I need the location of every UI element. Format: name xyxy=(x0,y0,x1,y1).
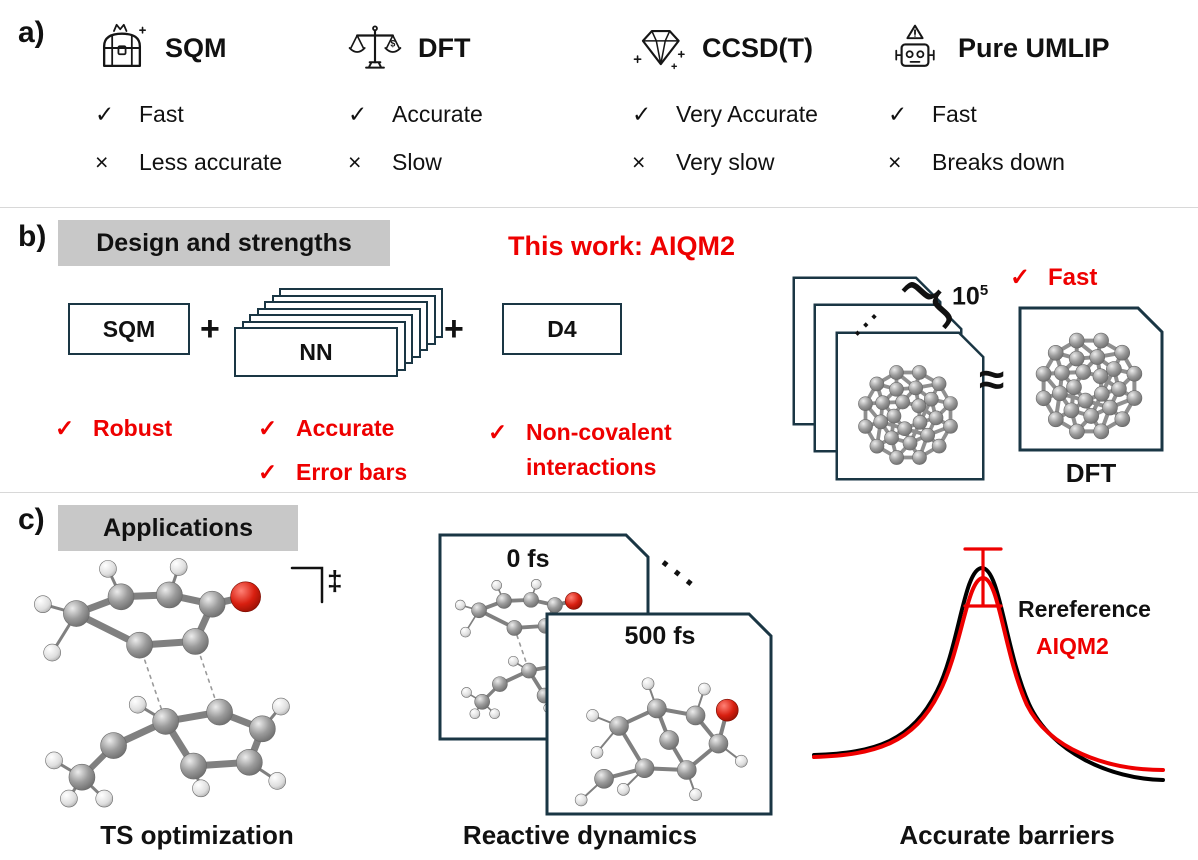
barrier-curves xyxy=(812,547,1165,782)
robot-warning-icon xyxy=(888,23,942,73)
method-header: SQM xyxy=(95,16,282,80)
check-mark: ✓ xyxy=(1010,264,1031,291)
strength-fast: ✓ Fast xyxy=(1010,263,1097,292)
pro-text: Very Accurate xyxy=(676,101,818,127)
divider-b-c xyxy=(0,492,1198,493)
pro-row: ✓ Accurate xyxy=(348,101,483,128)
cross-mark: × xyxy=(95,149,109,175)
structure-count: 105 xyxy=(952,282,988,311)
strength-error-bars: ✓ Error bars xyxy=(258,459,407,486)
section-c-label: c) xyxy=(18,503,45,536)
cross-mark: × xyxy=(348,149,362,175)
barriers-caption: Accurate barriers xyxy=(899,820,1115,850)
pro-text: Fast xyxy=(139,101,184,127)
dft-label: DFT xyxy=(1065,458,1117,488)
plus-sign-2: + xyxy=(444,310,464,348)
method-name: CCSD(T) xyxy=(702,32,813,63)
method-header: CCSD(T) xyxy=(632,16,818,80)
legend-reference: Rereference xyxy=(1018,596,1151,622)
con-text: Slow xyxy=(392,149,442,175)
con-row: × Less accurate xyxy=(95,149,282,176)
check-mark: ✓ xyxy=(348,101,368,127)
method-header: Pure UMLIP xyxy=(888,16,1110,80)
strength-text: Non-covalent interactions xyxy=(526,419,672,480)
approx-symbol: ≈ xyxy=(979,353,1005,405)
count-exponent: 5 xyxy=(979,282,989,299)
sqm-box-label: SQM xyxy=(102,315,156,342)
nn-box-label: NN xyxy=(299,338,333,365)
method-header: $ DFT xyxy=(348,16,483,80)
fullerene-card-dft xyxy=(1018,306,1164,452)
pro-row: ✓ Very Accurate xyxy=(632,101,818,128)
cross-mark: × xyxy=(632,149,646,175)
diamond-icon xyxy=(632,23,686,73)
count-base: 10 xyxy=(952,282,980,311)
strength-noncovalent: ✓ Non-covalent interactions xyxy=(488,415,731,484)
check-mark: ✓ xyxy=(632,101,652,127)
strength-text: Robust xyxy=(93,415,173,441)
frame-0fs-label: 0 fs xyxy=(506,545,550,573)
check-mark: ✓ xyxy=(55,415,75,441)
d4-box: D4 xyxy=(502,303,622,355)
applications-title: Applications xyxy=(102,513,253,542)
method-sqm: SQM ✓ Fast × Less accurate xyxy=(95,16,282,176)
method-name: DFT xyxy=(418,32,471,63)
dynamics-caption: Reactive dynamics xyxy=(462,820,698,850)
cross-mark: × xyxy=(888,149,902,175)
this-work-title: This work: AIQM2 xyxy=(508,231,736,261)
legend-aiqm2: AIQM2 xyxy=(1036,633,1109,659)
strength-robust: ✓ Robust xyxy=(55,415,172,442)
nn-ensemble-stack: NN xyxy=(234,288,454,380)
pro-text: Accurate xyxy=(392,101,483,127)
fullerene-card-front xyxy=(835,331,985,481)
plus-sign-1: + xyxy=(200,310,220,348)
check-mark: ✓ xyxy=(95,101,115,127)
dynamics-ellipsis: ··· xyxy=(649,545,710,605)
con-text: Less accurate xyxy=(139,149,283,175)
method-ccsdt: CCSD(T) ✓ Very Accurate × Very slow xyxy=(632,16,818,176)
con-row: × Slow xyxy=(348,149,483,176)
divider-a-b xyxy=(0,207,1198,208)
check-mark: ✓ xyxy=(488,419,508,445)
check-mark: ✓ xyxy=(258,459,278,485)
strength-text: Fast xyxy=(1048,264,1098,291)
method-pure-umlip: Pure UMLIP ✓ Fast × Breaks down xyxy=(888,16,1110,176)
dynamics-frame-500fs xyxy=(545,612,773,816)
con-text: Breaks down xyxy=(932,149,1065,175)
d4-box-label: D4 xyxy=(547,315,577,342)
con-row: × Very slow xyxy=(632,149,818,176)
con-row: × Breaks down xyxy=(888,149,1110,176)
check-mark: ✓ xyxy=(888,101,908,127)
svg-text:‡: ‡ xyxy=(327,565,343,596)
strength-accurate: ✓ Accurate xyxy=(258,415,394,442)
ts-caption: TS optimization xyxy=(100,820,294,850)
pro-text: Fast xyxy=(932,101,977,127)
svg-text:$: $ xyxy=(390,39,395,49)
pro-row: ✓ Fast xyxy=(95,101,282,128)
ts-molecule: ‡ xyxy=(34,558,343,808)
strength-text: Error bars xyxy=(296,459,408,485)
design-strengths-header: Design and strengths xyxy=(58,220,390,266)
method-name: Pure UMLIP xyxy=(958,32,1110,63)
method-name: SQM xyxy=(165,32,227,63)
balance-scale-icon: $ xyxy=(348,23,402,73)
strength-text: Accurate xyxy=(296,415,395,441)
nn-front-box: NN xyxy=(234,327,398,377)
frame-500fs-label: 500 fs xyxy=(624,622,696,650)
check-mark: ✓ xyxy=(258,415,278,441)
applications-header: Applications xyxy=(58,505,298,551)
sqm-box: SQM xyxy=(68,303,190,355)
pro-row: ✓ Fast xyxy=(888,101,1110,128)
section-a-label: a) xyxy=(18,16,45,49)
method-dft: $ DFT ✓ Accurate × Slow xyxy=(348,16,483,176)
design-strengths-title: Design and strengths xyxy=(96,228,352,257)
con-text: Very slow xyxy=(676,149,775,175)
treasure-chest-icon xyxy=(95,23,149,73)
section-b-label: b) xyxy=(18,220,47,253)
